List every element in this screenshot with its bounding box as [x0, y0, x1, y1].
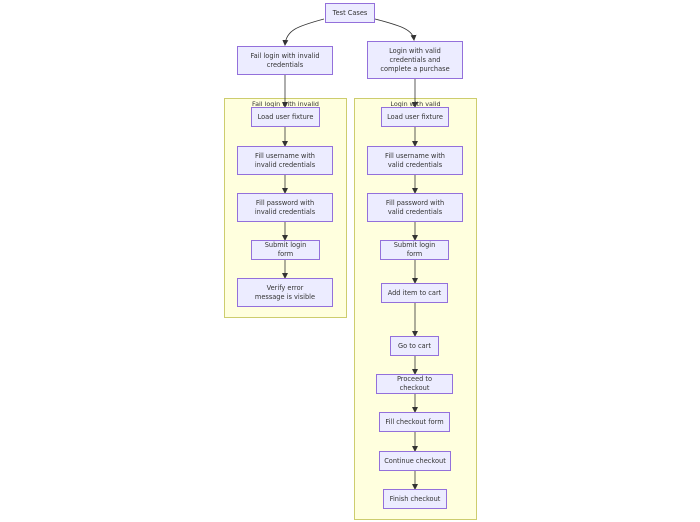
node-fail-step-3: Fill password with invalid credentials	[237, 193, 333, 222]
node-valid-step-8: Fill checkout form	[379, 412, 450, 432]
node-valid-step-6: Go to cart	[390, 336, 439, 356]
node-fail-step-4: Submit login form	[251, 240, 320, 260]
node-fail-login-title: Fail login with invalid credentials	[237, 46, 333, 75]
node-fail-step-2: Fill username with invalid credentials	[237, 146, 333, 175]
node-fail-step-5: Verify error message is visible	[237, 278, 333, 307]
node-valid-step-4: Submit login form	[380, 240, 449, 260]
edge-root-to-valid	[374, 18, 417, 41]
node-test-cases: Test Cases	[325, 3, 375, 23]
node-valid-step-3: Fill password with valid credentials	[367, 193, 463, 222]
edge-root-to-fail	[282, 18, 325, 46]
node-valid-step-9: Continue checkout	[379, 451, 451, 471]
node-valid-step-7: Proceed to checkout	[376, 374, 453, 394]
node-valid-step-1: Load user fixture	[381, 107, 449, 127]
node-valid-step-10: Finish checkout	[383, 489, 447, 509]
node-valid-login-title: Login with valid credentials and complet…	[367, 41, 463, 79]
node-valid-step-5: Add item to cart	[381, 283, 448, 303]
node-fail-step-1: Load user fixture	[251, 107, 320, 127]
node-valid-step-2: Fill username with valid credentials	[367, 146, 463, 175]
